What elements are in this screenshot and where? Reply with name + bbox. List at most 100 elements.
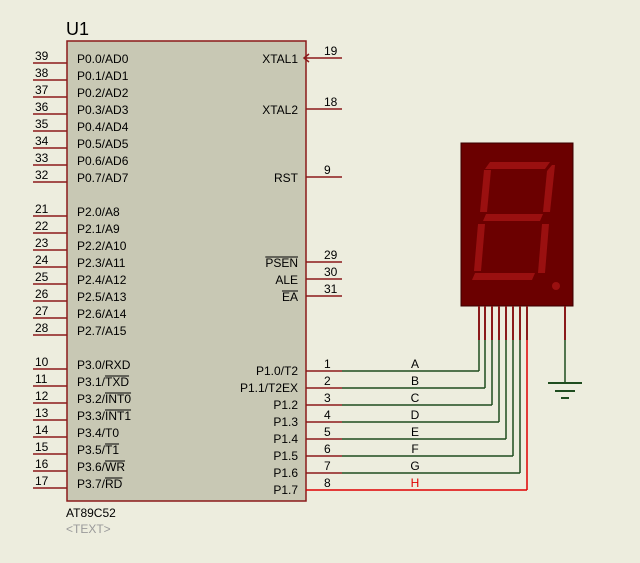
pin-15[interactable]: 15 P3.5/T1 bbox=[33, 440, 119, 457]
pin-number: 6 bbox=[324, 442, 331, 456]
pin-number: 2 bbox=[324, 374, 331, 388]
pin-label: P3.0/RXD bbox=[77, 358, 131, 372]
pin-label: P1.5 bbox=[273, 449, 298, 463]
pin-label: RST bbox=[274, 171, 299, 185]
pin-label: P1.1/T2EX bbox=[240, 381, 298, 395]
pin-11[interactable]: 11 P3.1/TXD bbox=[33, 372, 129, 389]
pin-label: P2.0/A8 bbox=[77, 205, 120, 219]
pin-number: 39 bbox=[35, 49, 49, 63]
pin-number: 1 bbox=[324, 357, 331, 371]
microcontroller-body[interactable] bbox=[66, 40, 307, 502]
pin-label: P0.6/AD6 bbox=[77, 154, 129, 168]
net-label-f: F bbox=[411, 442, 418, 456]
segment-d bbox=[472, 273, 535, 280]
pin-label: P3.2/INT0 bbox=[77, 392, 131, 406]
net-label-c: C bbox=[411, 391, 420, 405]
pin-number: 4 bbox=[324, 408, 331, 422]
pin-label: P1.4 bbox=[273, 432, 298, 446]
pin-label: PSEN bbox=[265, 256, 298, 270]
pin-number: 22 bbox=[35, 219, 49, 233]
pin-33[interactable]: 33 P0.6/AD6 bbox=[33, 151, 129, 168]
net-label-e: E bbox=[411, 425, 419, 439]
pin-label: P0.7/AD7 bbox=[77, 171, 129, 185]
pin-number: 27 bbox=[35, 304, 49, 318]
pin-1[interactable]: 1P1.0/T2 bbox=[256, 357, 342, 378]
pin-number: 21 bbox=[35, 202, 49, 216]
pin-22[interactable]: 22 P2.1/A9 bbox=[33, 219, 120, 236]
pin-label: P2.5/A13 bbox=[77, 290, 127, 304]
pin-label: P1.0/T2 bbox=[256, 364, 298, 378]
clock-input-marker bbox=[302, 53, 310, 63]
pin-label: P0.3/AD3 bbox=[77, 103, 129, 117]
net-label-g: G bbox=[410, 459, 419, 473]
pin-label: P3.7/RD bbox=[77, 477, 123, 491]
pin-number: 18 bbox=[324, 95, 338, 109]
pin-label: P2.1/A9 bbox=[77, 222, 120, 236]
pin-number: 32 bbox=[35, 168, 49, 182]
pin-number: 16 bbox=[35, 457, 49, 471]
pin-24[interactable]: 24 P2.3/A11 bbox=[33, 253, 126, 270]
segment-f bbox=[480, 170, 491, 212]
pin-label: P3.5/T1 bbox=[77, 443, 119, 457]
pin-label: P0.4/AD4 bbox=[77, 120, 129, 134]
pin-label: P3.6/WR bbox=[77, 460, 125, 474]
pin-35[interactable]: 35 P0.4/AD4 bbox=[33, 117, 129, 134]
pin-label: P2.2/A10 bbox=[77, 239, 127, 253]
pin-4[interactable]: 4P1.3 bbox=[273, 408, 342, 429]
pin-32[interactable]: 32 P0.7/AD7 bbox=[33, 168, 129, 185]
pin-number: 24 bbox=[35, 253, 49, 267]
port1-pin-group: 1P1.0/T22P1.1/T2EX3P1.24P1.35P1.46P1.57P… bbox=[240, 357, 342, 497]
pin-number: 35 bbox=[35, 117, 49, 131]
pin-number: 33 bbox=[35, 151, 49, 165]
pin-label: P2.7/A15 bbox=[77, 324, 127, 338]
pin-number: 37 bbox=[35, 83, 49, 97]
pin-16[interactable]: 16 P3.6/WR bbox=[33, 457, 125, 474]
pin-21[interactable]: 21 P2.0/A8 bbox=[33, 202, 120, 219]
pin-number: 11 bbox=[35, 372, 48, 386]
pin-label: ALE bbox=[275, 273, 298, 287]
pin-3[interactable]: 3P1.2 bbox=[273, 391, 342, 412]
pin-2[interactable]: 2P1.1/T2EX bbox=[240, 374, 342, 395]
pin-34[interactable]: 34 P0.5/AD5 bbox=[33, 134, 129, 151]
seven-segment-display[interactable] bbox=[460, 142, 574, 307]
pin-5[interactable]: 5P1.4 bbox=[273, 425, 342, 446]
pin-26[interactable]: 26 P2.5/A13 bbox=[33, 287, 127, 304]
pin-label: P2.3/A11 bbox=[77, 256, 126, 270]
pin-6[interactable]: 6P1.5 bbox=[273, 442, 342, 463]
pin-label: P1.6 bbox=[273, 466, 298, 480]
pin-number: 15 bbox=[35, 440, 49, 454]
pin-number: 5 bbox=[324, 425, 331, 439]
chip-reference[interactable]: U1 bbox=[66, 19, 89, 39]
part-name: AT89C52 bbox=[66, 506, 116, 520]
pin-number: 34 bbox=[35, 134, 49, 148]
pin-label: P3.1/TXD bbox=[77, 375, 129, 389]
pin-label: P0.5/AD5 bbox=[77, 137, 129, 151]
net-label-a: A bbox=[411, 357, 419, 371]
pin-8[interactable]: 8P1.7 bbox=[273, 476, 342, 497]
pin-number: 26 bbox=[35, 287, 49, 301]
pin-label: P1.2 bbox=[273, 398, 298, 412]
pin-7[interactable]: 7P1.6 bbox=[273, 459, 342, 480]
